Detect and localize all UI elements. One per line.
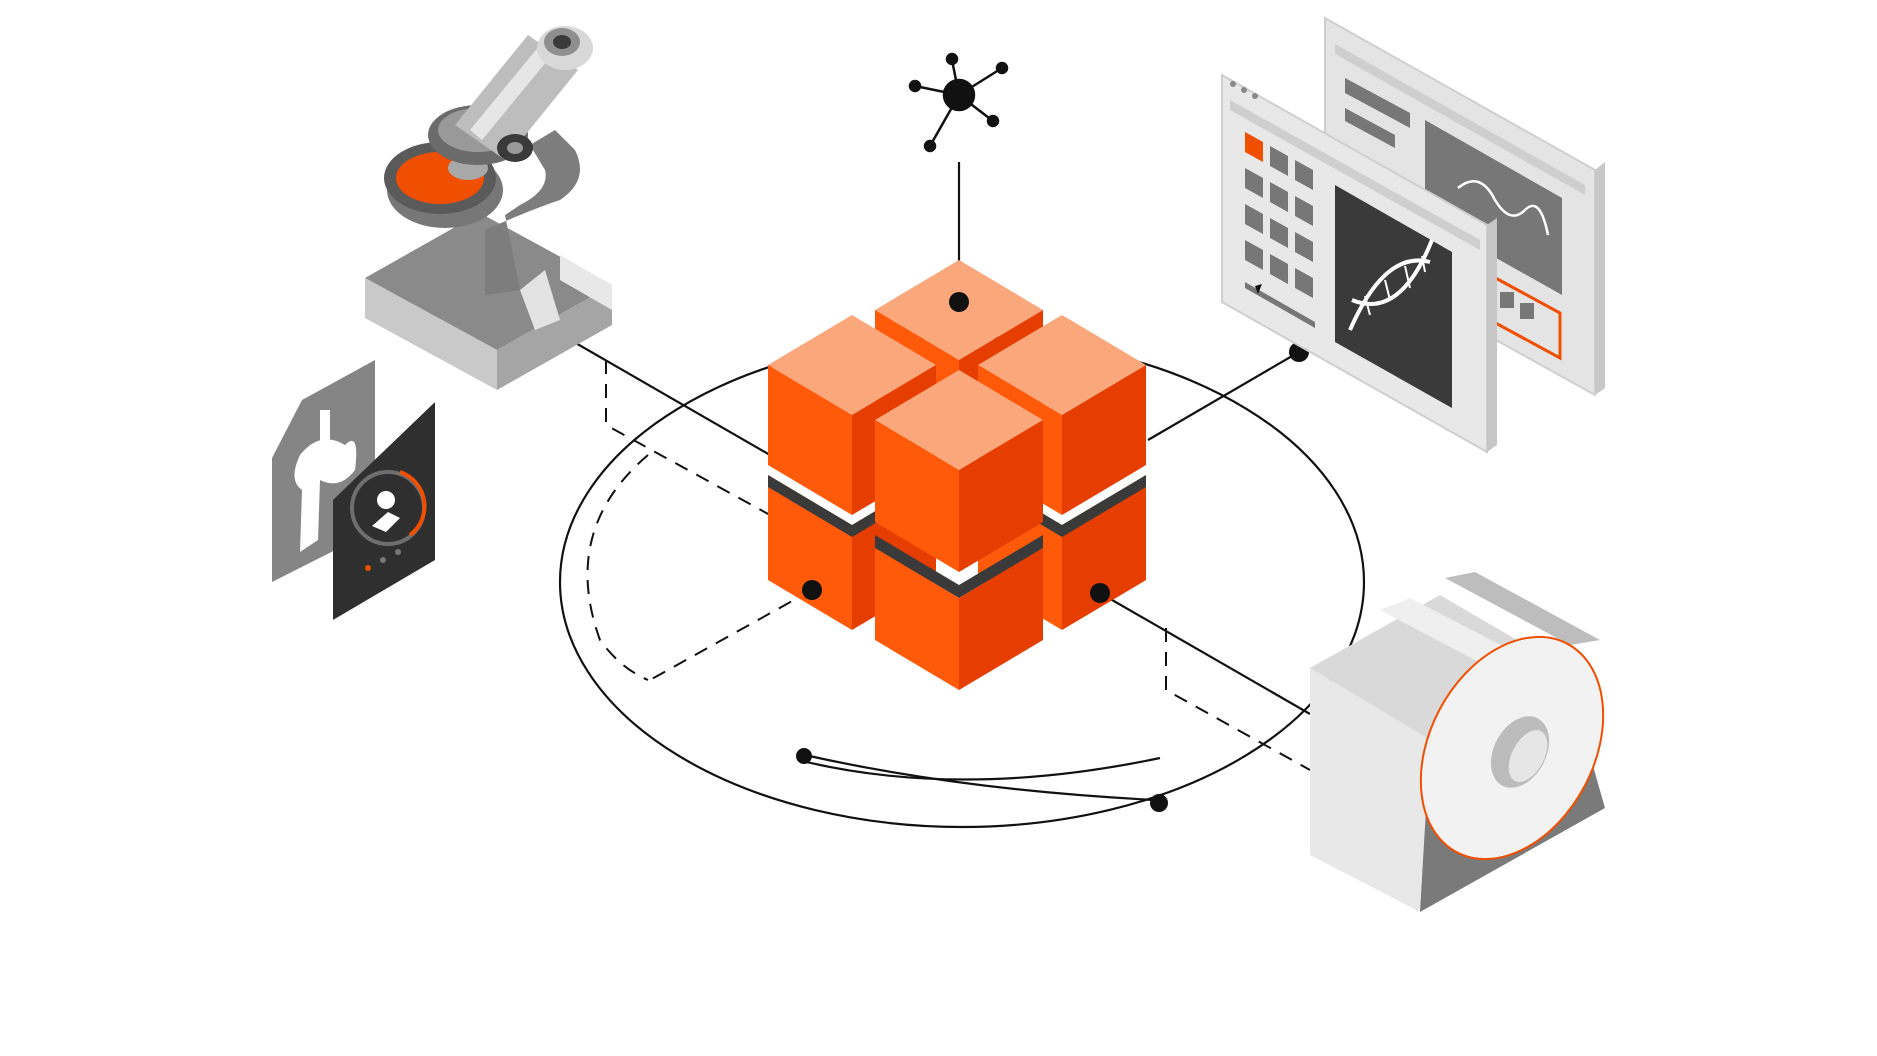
molecule-network-icon <box>908 52 1009 153</box>
cube-node-right <box>1090 583 1110 603</box>
inner-dashed-arc <box>586 454 649 681</box>
front-window <box>1221 73 1497 454</box>
data-cube-cluster-icon <box>768 260 1146 690</box>
cube-front-bottom <box>875 535 1043 690</box>
orbit-node-bottom-right <box>1150 794 1168 812</box>
outer-lower-arc <box>804 753 1156 802</box>
connector-microscope <box>566 337 771 456</box>
connector-scanner-dashed <box>1165 628 1311 771</box>
cube-front-top <box>875 370 1043 572</box>
genomics-dashboard-windows-icon <box>1221 16 1605 454</box>
medical-imaging-cards-icon <box>272 360 435 620</box>
connector-scanner <box>1099 592 1311 715</box>
connector-left-dashed <box>649 589 813 681</box>
cube-node-left <box>802 580 822 600</box>
orbit-node-bottom-left <box>796 748 812 764</box>
mri-scanner-icon <box>1310 572 1605 912</box>
inner-orbit-ring-arc <box>797 756 1161 781</box>
microscope-icon <box>365 26 612 390</box>
cube-node-top <box>949 292 969 312</box>
scan-card <box>333 402 435 620</box>
connector-dashboard <box>1147 351 1300 441</box>
back-window <box>1324 16 1605 397</box>
connector-microscope-dashed <box>605 360 771 516</box>
